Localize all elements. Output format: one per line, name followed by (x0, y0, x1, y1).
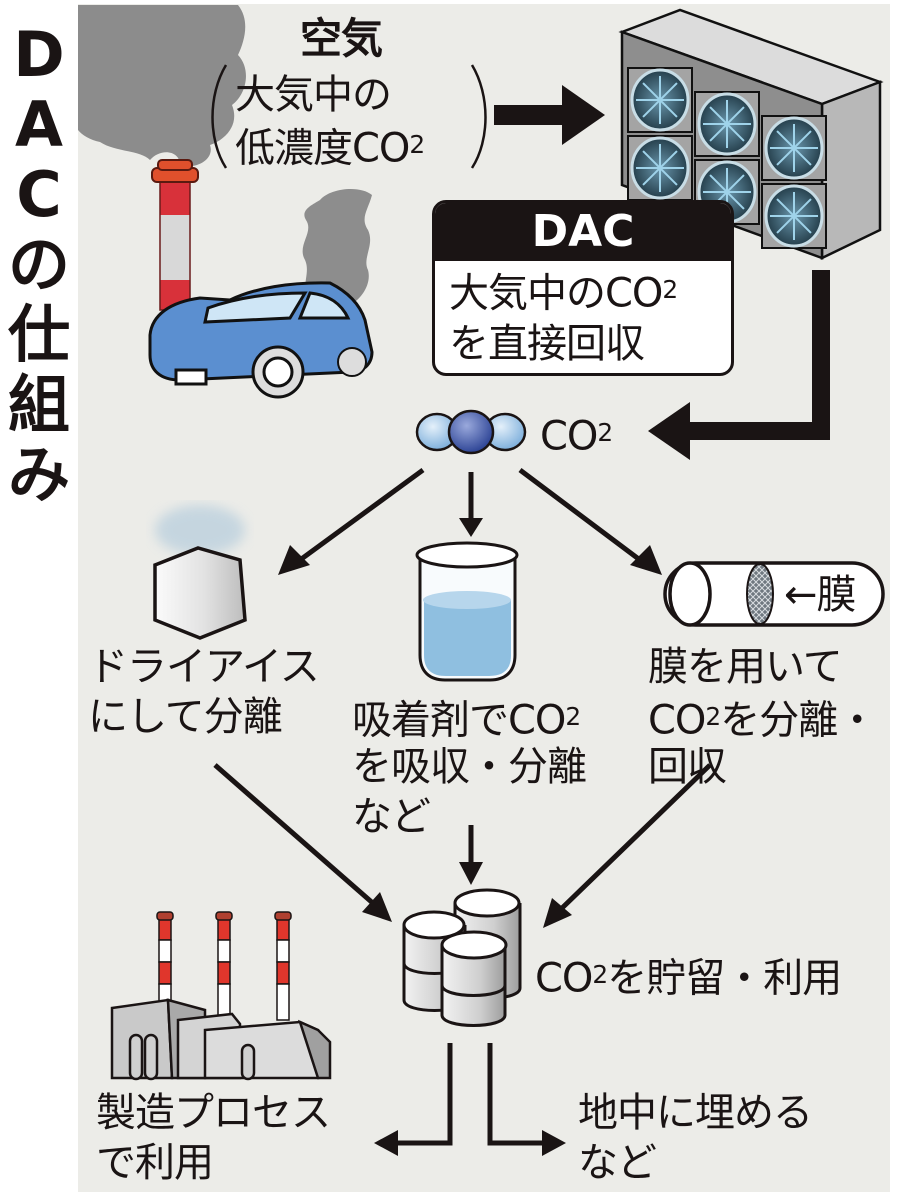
membrane-tube-icon (663, 561, 885, 627)
title-char: C (16, 158, 62, 231)
co2-molecule-icon (415, 409, 527, 455)
beaker-icon (415, 541, 519, 682)
smokestack-icon (274, 911, 292, 1021)
dac-definition-box: DAC 大気中のCO2 を直接回収 (432, 200, 734, 376)
storage-label: CO2を貯留・利用 (535, 950, 842, 1004)
method-membrane-line2: CO2を分離・ (648, 692, 877, 746)
dac-box-line1-text: 大気中のCO (449, 270, 663, 317)
outcome-left-line2: で利用 (96, 1140, 214, 1186)
subscript: 2 (592, 960, 608, 989)
title-char: の (7, 228, 70, 301)
method-membrane-line2-rest: を分離・ (720, 697, 877, 744)
dry-ice-icon (153, 505, 247, 640)
open-paren-icon (211, 64, 228, 169)
storage-tanks-icon (402, 888, 522, 1027)
title-char: 仕 (7, 298, 70, 371)
car-icon (148, 281, 374, 399)
method-adsorbent-line2: を吸収・分離 (352, 744, 587, 790)
storage-suffix: を貯留・利用 (607, 955, 842, 1002)
air-detail-line1: 大気中の (235, 72, 392, 118)
outcome-right-line2: など (578, 1140, 657, 1186)
factory-icon (110, 911, 332, 1081)
outcome-left-line1: 製造プロセス (96, 1090, 331, 1136)
method-membrane-line1: 膜を用いて (648, 644, 843, 690)
car-exhaust-icon (302, 188, 372, 305)
branch-arrows (278, 467, 662, 575)
vertical-title: D A C の 仕 組 み (6, 20, 72, 510)
air-label: 空気 (300, 14, 383, 63)
air-detail-line2: 低濃度CO2 (235, 120, 425, 174)
dac-box-header: DAC (435, 203, 731, 261)
co2-label-text: CO (540, 413, 598, 460)
title-char: A (15, 88, 63, 161)
outcome-right-line1: 地中に埋める (578, 1090, 813, 1136)
converge-arrows (213, 763, 712, 928)
output-arrows (374, 1043, 566, 1156)
subscript: 2 (662, 275, 678, 304)
fan-icon (761, 115, 827, 181)
title-char: み (7, 438, 70, 511)
fan-icon (761, 183, 827, 249)
title-char: D (13, 18, 65, 91)
dac-box-line2: を直接回収 (449, 320, 645, 367)
method-membrane-co: CO (648, 697, 706, 744)
fan-icon (627, 135, 693, 201)
smokestack-icon (215, 911, 233, 1021)
close-paren-icon (470, 64, 487, 169)
arrow-right-icon (494, 85, 605, 145)
title-char: 組 (7, 368, 70, 441)
dac-box-body: 大気中のCO2 を直接回収 (435, 261, 731, 369)
arrow-left-icon (648, 270, 830, 460)
factory-smoke-icon (78, 5, 246, 167)
method-dry-ice-line2: にして分離 (88, 694, 283, 740)
method-adsorbent-line1-text: 吸着剤でCO (352, 697, 566, 744)
subscript: 2 (597, 418, 613, 447)
method-adsorbent-line1: 吸着剤でCO2 (352, 692, 581, 746)
storage-co: CO (535, 955, 593, 1002)
subscript: 2 (705, 702, 721, 731)
chimney-icon (151, 159, 199, 311)
co2-label: CO2 (540, 408, 613, 462)
air-detail-text: 低濃度CO (235, 125, 410, 172)
fan-icon (694, 91, 760, 157)
subscript: 2 (409, 130, 425, 159)
subscript: 2 (565, 702, 581, 731)
membrane-label: ←膜 (784, 572, 857, 618)
method-adsorbent-line3: など (352, 794, 431, 840)
method-dry-ice-line1: ドライアイス (88, 644, 320, 690)
fan-icon (627, 67, 693, 133)
dac-box-line1: 大気中のCO2 (449, 265, 731, 319)
method-membrane-line3: 回収 (648, 744, 727, 790)
